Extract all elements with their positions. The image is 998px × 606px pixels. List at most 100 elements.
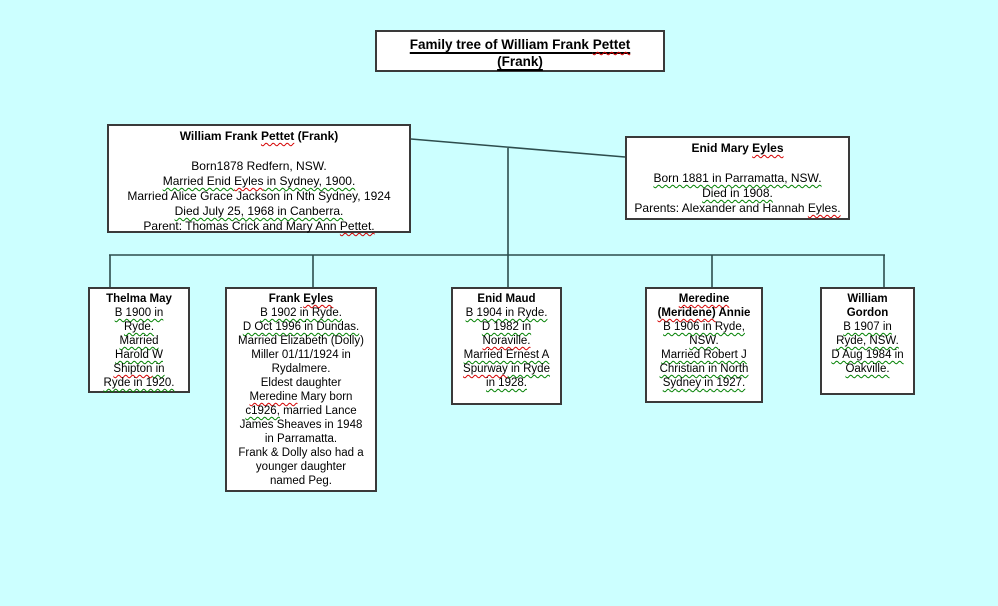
grammar-flagged-text: B 1900 in bbox=[114, 307, 164, 319]
person-detail-line: B 1904 in Ryde. bbox=[453, 306, 560, 320]
text-segment: Eldest daughter bbox=[260, 377, 342, 389]
grammar-flagged-text: Died July 25, 1968 in Canberra. bbox=[174, 204, 344, 218]
spellcheck-flagged-text: Pettet bbox=[592, 37, 631, 52]
person-detail-line: Parent: Thomas Crick and Mary Ann Pettet… bbox=[109, 219, 409, 234]
person-detail-line: Oakville. bbox=[822, 362, 913, 376]
grammar-flagged-text: B 1906 in Ryde, bbox=[663, 321, 745, 333]
person-detail-line: D Aug 1984 in bbox=[822, 348, 913, 362]
text-segment: James Sheaves in 1948 bbox=[239, 419, 363, 431]
person-detail-line: c1926, married Lance bbox=[227, 404, 375, 418]
spellcheck-flagged-text: Meredine bbox=[249, 391, 298, 403]
person-detail-line: Married Enid Eyles in Sydney, 1900. bbox=[109, 174, 409, 189]
text-segment: younger daughter bbox=[255, 461, 347, 473]
text-segment: Parent: Thomas Crick and Mary Ann bbox=[143, 219, 340, 233]
text-segment: Enid Maud bbox=[477, 293, 536, 305]
person-detail-line: Ryde, NSW. bbox=[822, 334, 913, 348]
spellcheck-flagged-text: Pettet. bbox=[339, 219, 375, 233]
grammar-flagged-text: B 1902 in Ryde. bbox=[260, 307, 342, 319]
person-detail-line: Married bbox=[90, 334, 188, 348]
person-detail-line: Sydney in 1927. bbox=[647, 376, 761, 390]
person-detail-line bbox=[627, 156, 848, 171]
grammar-flagged-text: D Oct 1996 in Dundas. bbox=[242, 321, 360, 333]
person-detail-line: Ryde. bbox=[90, 320, 188, 334]
marriage-line bbox=[410, 138, 626, 158]
text-segment: William Frank bbox=[179, 129, 261, 143]
person-name-line: William bbox=[822, 292, 913, 306]
person-detail-line: Born 1881 in Parramatta, NSW. bbox=[627, 171, 848, 186]
person-detail-line: Married Ernest A bbox=[453, 348, 560, 362]
spellcheck-flagged-text: Eyles bbox=[752, 141, 784, 155]
person-detail-line: James Sheaves in 1948 bbox=[227, 418, 375, 432]
grammar-flagged-text: in Ryde bbox=[507, 363, 550, 375]
person-detail-line: Married Elizabeth (Dolly) bbox=[227, 334, 375, 348]
person-name-line: Gordon bbox=[822, 306, 913, 320]
grammar-flagged-text: Married Enid bbox=[162, 174, 235, 188]
person-box-william-frank-pettet: William Frank Pettet (Frank) Born1878 Re… bbox=[107, 124, 411, 233]
text-segment: Annie bbox=[715, 307, 751, 319]
person-detail-line: B 1902 in Ryde. bbox=[227, 306, 375, 320]
spellcheck-flagged-text: Eyles bbox=[303, 293, 334, 305]
person-name: Meredine(Meridene) Annie bbox=[647, 292, 761, 320]
person-detail-line: Parents: Alexander and Hannah Eyles. bbox=[627, 201, 848, 216]
grammar-flagged-text: B 1904 in Ryde. bbox=[465, 307, 548, 319]
text-segment: (Frank) bbox=[497, 54, 543, 69]
person-name: Frank Eyles bbox=[227, 292, 375, 306]
person-detail-line: B 1907 in bbox=[822, 320, 913, 334]
person-name-line: Frank Eyles bbox=[227, 292, 375, 306]
text-segment: Born1878 Redfern, NSW. bbox=[191, 159, 327, 173]
grammar-flagged-text: c1926, bbox=[245, 405, 280, 417]
person-detail-line: Eldest daughter bbox=[227, 376, 375, 390]
grammar-flagged-text: B 1907 in bbox=[843, 321, 892, 333]
text-segment: named Peg. bbox=[269, 475, 332, 487]
grammar-flagged-text: Ryde in 1920. bbox=[103, 377, 175, 389]
person-detail-line: Rydalmere. bbox=[227, 362, 375, 376]
person-detail-line: in Parramatta. bbox=[227, 432, 375, 446]
person-name-line: Thelma May bbox=[90, 292, 188, 306]
text-segment: Frank bbox=[268, 293, 304, 305]
person-detail-line: Ryde in 1920. bbox=[90, 376, 188, 390]
text-segment: Miller 01/11/1924 in bbox=[251, 349, 351, 361]
grammar-flagged-text: in Sydney, 1900. bbox=[263, 174, 356, 188]
grammar-flagged-text: D Aug 1984 in bbox=[831, 349, 904, 361]
person-detail-line: Died in 1908. bbox=[627, 186, 848, 201]
tree-title-line: (Frank) bbox=[377, 53, 663, 70]
person-box-enid-mary-eyles: Enid Mary Eyles Born 1881 in Parramatta,… bbox=[625, 136, 850, 220]
person-detail-line: in 1928. bbox=[453, 376, 560, 390]
spellcheck-flagged-text: (Meridene) bbox=[657, 307, 716, 319]
person-detail-line: NSW. bbox=[647, 334, 761, 348]
text-segment: in Parramatta. bbox=[264, 433, 338, 445]
person-detail-line: younger daughter bbox=[227, 460, 375, 474]
person-detail-line: D Oct 1996 in Dundas. bbox=[227, 320, 375, 334]
person-detail-line: Meredine Mary born bbox=[227, 390, 375, 404]
person-detail-line: B 1906 in Ryde, bbox=[647, 320, 761, 334]
text-segment: Thelma May bbox=[106, 293, 172, 305]
grammar-flagged-text: Married bbox=[119, 335, 159, 347]
person-name: Enid Mary Eyles bbox=[627, 141, 848, 156]
text-segment: married Lance bbox=[279, 405, 357, 417]
person-name-line: (Meridene) Annie bbox=[647, 306, 761, 320]
grammar-flagged-text: Married Robert J bbox=[661, 349, 747, 361]
grammar-flagged-text: in 1928. bbox=[486, 377, 527, 389]
text-segment: Gordon bbox=[846, 307, 889, 319]
spellcheck-flagged-text: Shipton bbox=[113, 363, 153, 375]
person-detail-line: Born1878 Redfern, NSW. bbox=[109, 159, 409, 174]
spellcheck-flagged-text: Eyles. bbox=[807, 201, 841, 215]
person-detail-line: Married Robert J bbox=[647, 348, 761, 362]
tree-title-box: Family tree of William Frank Pettet(Fran… bbox=[375, 30, 665, 72]
text-segment: Frank & Dolly also had a bbox=[238, 447, 364, 459]
person-name-line: Enid Maud bbox=[453, 292, 560, 306]
spellcheck-flagged-text: Spurway bbox=[463, 363, 508, 375]
grammar-flagged-text: in bbox=[152, 363, 165, 375]
person-name: Enid Maud bbox=[453, 292, 560, 306]
tree-title-line: Family tree of William Frank Pettet bbox=[377, 36, 663, 53]
spellcheck-flagged-text: Eyles bbox=[234, 174, 264, 188]
text-segment: Family tree of William Frank bbox=[409, 37, 593, 52]
person-detail-line: Christian in North bbox=[647, 362, 761, 376]
grammar-flagged-text: Married Ernest A bbox=[463, 349, 550, 361]
person-name-line: William Frank Pettet (Frank) bbox=[109, 129, 409, 144]
